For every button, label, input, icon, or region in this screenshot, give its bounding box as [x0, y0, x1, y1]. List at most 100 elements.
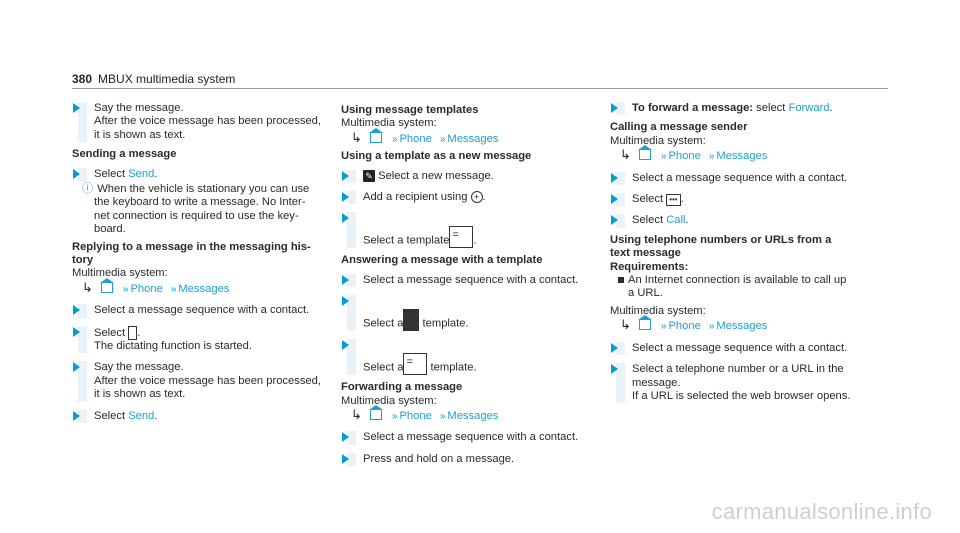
- step-arrow-icon: [73, 305, 80, 316]
- requirements-label: Requirements:: [610, 260, 689, 273]
- column-1: Say the message. After the voice message…: [72, 102, 337, 429]
- send-link[interactable]: Send: [128, 409, 155, 422]
- step: Select a message sequence with a contact…: [610, 341, 875, 356]
- template-icon[interactable]: [403, 353, 428, 376]
- chevron-icon: »: [170, 283, 176, 295]
- step: Select •••.: [610, 193, 875, 207]
- text: Select: [94, 326, 129, 339]
- chevron-icon: »: [660, 151, 666, 163]
- text: Select a message sequence with a contact…: [363, 431, 579, 444]
- step: Press and hold on a message.: [341, 452, 606, 467]
- text: .: [137, 326, 141, 339]
- text: .: [829, 102, 833, 114]
- text: Say the message.: [94, 361, 184, 374]
- home-icon[interactable]: [637, 145, 652, 161]
- nav-phone[interactable]: Phone: [668, 150, 701, 163]
- text: the keyboard to write a message. No Inte…: [94, 196, 306, 209]
- new-message-icon[interactable]: ✎: [363, 169, 375, 182]
- step: Say the message. After the voice message…: [72, 102, 337, 143]
- step-arrow-icon: [342, 340, 349, 351]
- page-title: MBUX multimedia system: [98, 72, 236, 86]
- template-phone-icon[interactable]: [403, 309, 420, 332]
- multimedia-label: Multimedia system:: [610, 304, 706, 317]
- text: a URL.: [628, 287, 663, 300]
- text: text message: [610, 247, 681, 260]
- chevron-icon: »: [439, 411, 445, 423]
- multimedia-label: Multimedia system:: [341, 117, 437, 130]
- hook-arrow-icon: ↳: [620, 147, 631, 163]
- heading-answer: Answering a message with a template: [341, 254, 543, 267]
- text: Select: [94, 409, 129, 422]
- home-icon[interactable]: [99, 277, 114, 293]
- chevron-icon: »: [391, 411, 397, 423]
- nav-phone[interactable]: Phone: [399, 132, 432, 145]
- nav-path: ↳»Phone»Messages: [610, 145, 875, 163]
- nav-messages[interactable]: Messages: [178, 282, 230, 295]
- template-icon[interactable]: [449, 226, 474, 249]
- text: Add a recipient using: [363, 191, 471, 204]
- step: Select a message sequence with a contact…: [72, 304, 337, 319]
- home-icon[interactable]: [368, 127, 383, 143]
- text: board.: [94, 223, 126, 236]
- header-rule: [72, 88, 888, 89]
- nav-messages[interactable]: Messages: [716, 150, 768, 163]
- nav-phone[interactable]: Phone: [399, 410, 432, 423]
- heading-templates: Using message templates: [341, 104, 479, 116]
- step-arrow-icon: [342, 192, 349, 203]
- nav-messages[interactable]: Messages: [447, 410, 499, 423]
- call-link[interactable]: Call: [666, 214, 686, 227]
- step: Add a recipient using +.: [341, 191, 606, 205]
- step: ✎ Select a new message.: [341, 169, 606, 184]
- add-recipient-icon[interactable]: +: [470, 191, 483, 204]
- text: Select a message sequence with a contact…: [632, 171, 848, 184]
- step: Select a template.: [341, 339, 606, 376]
- nav-phone[interactable]: Phone: [130, 282, 163, 295]
- heading-call: Calling a message sender: [610, 121, 748, 134]
- step: Select Send.: [72, 167, 337, 182]
- step: Say the message. After the voice message…: [72, 361, 337, 402]
- bullet-icon: [618, 277, 624, 284]
- text: template.: [430, 361, 477, 374]
- step: Select a message sequence with a contact…: [341, 273, 606, 288]
- info-icon: ⓘ: [82, 183, 94, 196]
- nav-phone[interactable]: Phone: [668, 320, 701, 333]
- text: .: [482, 191, 486, 204]
- step-arrow-icon: [342, 296, 349, 307]
- text: tory: [72, 254, 94, 267]
- text: Select: [94, 167, 129, 180]
- text: An Internet connection is available to c…: [628, 274, 847, 287]
- microphone-icon[interactable]: [128, 325, 138, 340]
- text: The dictating function is started.: [94, 340, 252, 353]
- text: Using telephone numbers or URLs from a: [610, 233, 832, 246]
- send-link[interactable]: Send: [128, 167, 155, 180]
- chevron-icon: »: [122, 283, 128, 295]
- nav-messages[interactable]: Messages: [447, 132, 499, 145]
- hook-arrow-icon: ↳: [620, 317, 631, 333]
- text: .: [154, 409, 158, 422]
- step: Select a telephone number or a URL in th…: [610, 363, 875, 404]
- text: Select a message sequence with a contact…: [632, 341, 848, 354]
- requirement-item: An Internet connection is available to c…: [610, 274, 875, 301]
- more-options-icon[interactable]: •••: [666, 194, 681, 207]
- page-number: 380: [72, 72, 93, 86]
- forward-link[interactable]: Forward: [788, 102, 830, 114]
- nav-path: ↳»Phone»Messages: [72, 277, 337, 296]
- text: it is shown as text.: [94, 388, 186, 401]
- step-arrow-icon: [73, 168, 80, 179]
- multimedia-label: Multimedia system:: [341, 394, 437, 407]
- column-2: Using message templates Multimedia syste…: [341, 102, 606, 472]
- hook-arrow-icon: ↳: [82, 279, 93, 295]
- chevron-icon: »: [391, 133, 397, 145]
- step: Select . The dictating function is start…: [72, 325, 337, 354]
- text: Select a new message.: [378, 169, 494, 182]
- chevron-icon: »: [439, 133, 445, 145]
- chevron-icon: »: [660, 321, 666, 333]
- step-arrow-icon: [611, 172, 618, 183]
- heading-forward: Forwarding a message: [341, 381, 463, 394]
- home-icon[interactable]: [368, 405, 383, 421]
- step-arrow-icon: [611, 342, 618, 353]
- home-icon[interactable]: [637, 315, 652, 331]
- text: Select a message sequence with a contact…: [94, 304, 310, 317]
- nav-messages[interactable]: Messages: [716, 320, 768, 333]
